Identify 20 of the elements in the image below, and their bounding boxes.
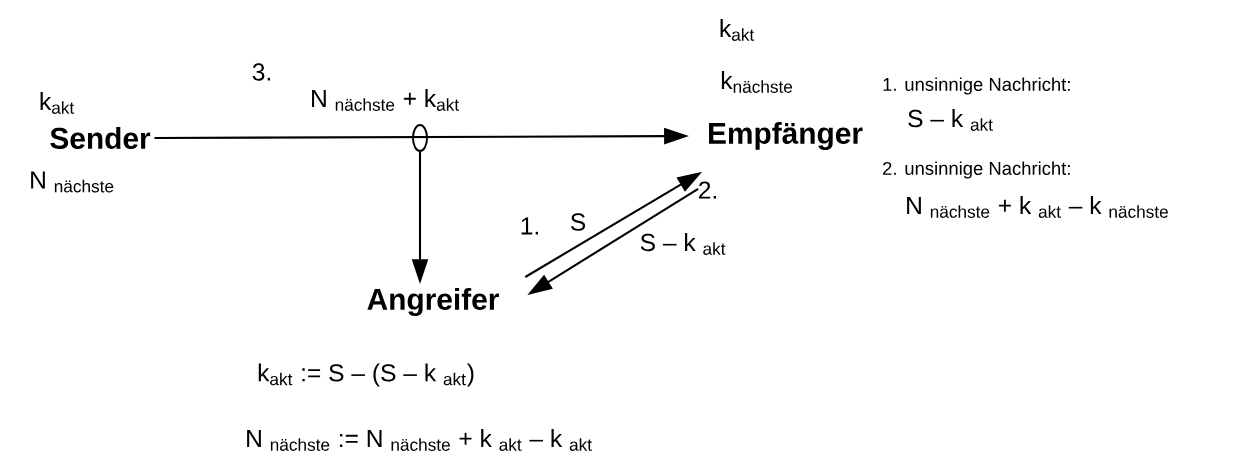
party-label: Angreifer	[367, 288, 499, 316]
variable-label: k$_{nächste}$	[721, 71, 793, 93]
formula: N $_{nächste}$ + k $_{akt}$ – k $_{nächste}$	[907, 196, 1168, 218]
step-number: 1.	[521, 217, 539, 235]
variable-label: N $_{nächste}$	[31, 171, 114, 193]
formula: N $_{nächste}$ := N $_{nächste}$ + k $_{akt}$ – k $_{akt}$	[247, 429, 592, 451]
note-text: 1. unsinnige Nachricht:	[883, 77, 1070, 95]
step-number: 2.	[699, 181, 717, 199]
step-number: 3.	[252, 63, 271, 81]
tap-ellipse	[412, 124, 428, 152]
edge-label: S	[570, 213, 586, 231]
note-text: 2. unsinnige Nachricht:	[883, 161, 1070, 179]
edge-label: S – k $_{akt}$	[640, 233, 726, 255]
formula: k$_{akt}$ := S – (S – k $_{akt}$)	[258, 363, 474, 387]
edge-label: N $_{nächste}$ + k$_{akt}$	[312, 89, 459, 111]
party-label: Empfänger	[709, 122, 863, 150]
variable-label: k$_{akt}$	[720, 19, 755, 41]
variable-label: k$_{akt}$	[40, 92, 75, 114]
formula: S – k $_{akt}$	[908, 109, 993, 131]
party-label: Sender	[50, 127, 151, 149]
